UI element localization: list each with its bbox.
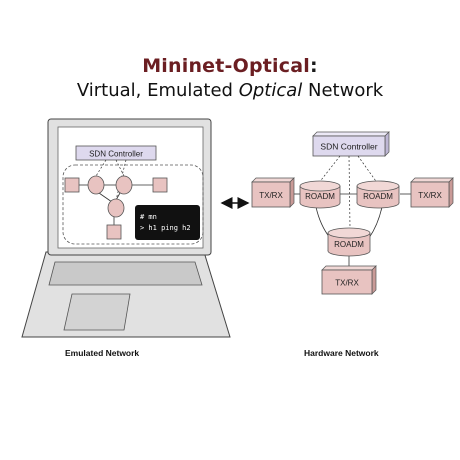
roadm-bottom-label: ROADM xyxy=(334,240,364,249)
laptop-touchpad xyxy=(63,293,131,331)
emulated-host xyxy=(106,224,122,240)
diagram-title: Mininet-Optical: Virtual, Emulated Optic… xyxy=(0,55,460,101)
title-line-1: Mininet-Optical: xyxy=(0,55,460,77)
txrx-left-top xyxy=(251,177,295,183)
txrx-left-label: TX/RX xyxy=(259,191,283,200)
title-line2-emphasis: Optical xyxy=(238,80,303,101)
hardware-network-caption: Hardware Network xyxy=(304,348,379,358)
terminal-line-1: # mn xyxy=(140,213,157,221)
hardware-control-link xyxy=(357,155,379,185)
laptop-illustration: SDN Controller # mn > h1 ping h2 xyxy=(21,118,231,338)
hardware-controller-label: SDN Controller xyxy=(320,142,377,152)
hardware-control-link xyxy=(317,155,341,185)
txrx-bottom-top xyxy=(321,265,377,271)
roadm-left-label: ROADM xyxy=(305,192,335,201)
emulated-switch xyxy=(87,175,105,195)
title-colon: : xyxy=(309,55,318,77)
txrx-left xyxy=(251,181,291,208)
hardware-control-link xyxy=(348,155,351,229)
txrx-bottom xyxy=(321,269,373,295)
title-line2-end: Network xyxy=(302,80,384,101)
txrx-left-side xyxy=(289,177,295,208)
txrx-right-label: TX/RX xyxy=(418,191,442,200)
laptop-keyboard xyxy=(48,261,203,286)
hardware-network: SDN Controller TX/RX TX/RX TX/RX xyxy=(251,131,454,295)
terminal-window xyxy=(135,205,200,240)
title-line-2: Virtual, Emulated Optical Network xyxy=(0,80,460,101)
txrx-bottom-side xyxy=(371,265,377,295)
title-line2-start: Virtual, Emulated xyxy=(76,80,239,101)
emulated-link xyxy=(98,192,113,203)
emulated-switch xyxy=(107,198,125,218)
emulated-controller-label: SDN Controller xyxy=(89,150,143,159)
emulated-switch xyxy=(115,175,133,195)
emulated-network-caption: Emulated Network xyxy=(65,348,140,358)
hardware-controller-side xyxy=(384,131,390,157)
hardware-controller-top xyxy=(312,131,390,137)
txrx-bottom-label: TX/RX xyxy=(335,279,359,288)
txrx-right-top xyxy=(410,177,454,183)
roadm-bottom-top xyxy=(327,227,371,239)
emulated-network-region xyxy=(62,164,204,245)
title-brand: Mininet-Optical xyxy=(142,55,310,77)
terminal-line-2: > h1 ping h2 xyxy=(140,224,191,232)
roadm-right-label: ROADM xyxy=(363,192,393,201)
emulated-host xyxy=(152,177,168,193)
fiber-link xyxy=(368,206,383,239)
txrx-right-side xyxy=(448,177,454,208)
emulated-host xyxy=(64,177,80,193)
roadm-left-top xyxy=(299,180,341,192)
txrx-right xyxy=(410,181,450,208)
roadm-right-top xyxy=(356,180,400,192)
emulated-control-link xyxy=(95,159,107,177)
emulated-control-link xyxy=(115,159,125,177)
